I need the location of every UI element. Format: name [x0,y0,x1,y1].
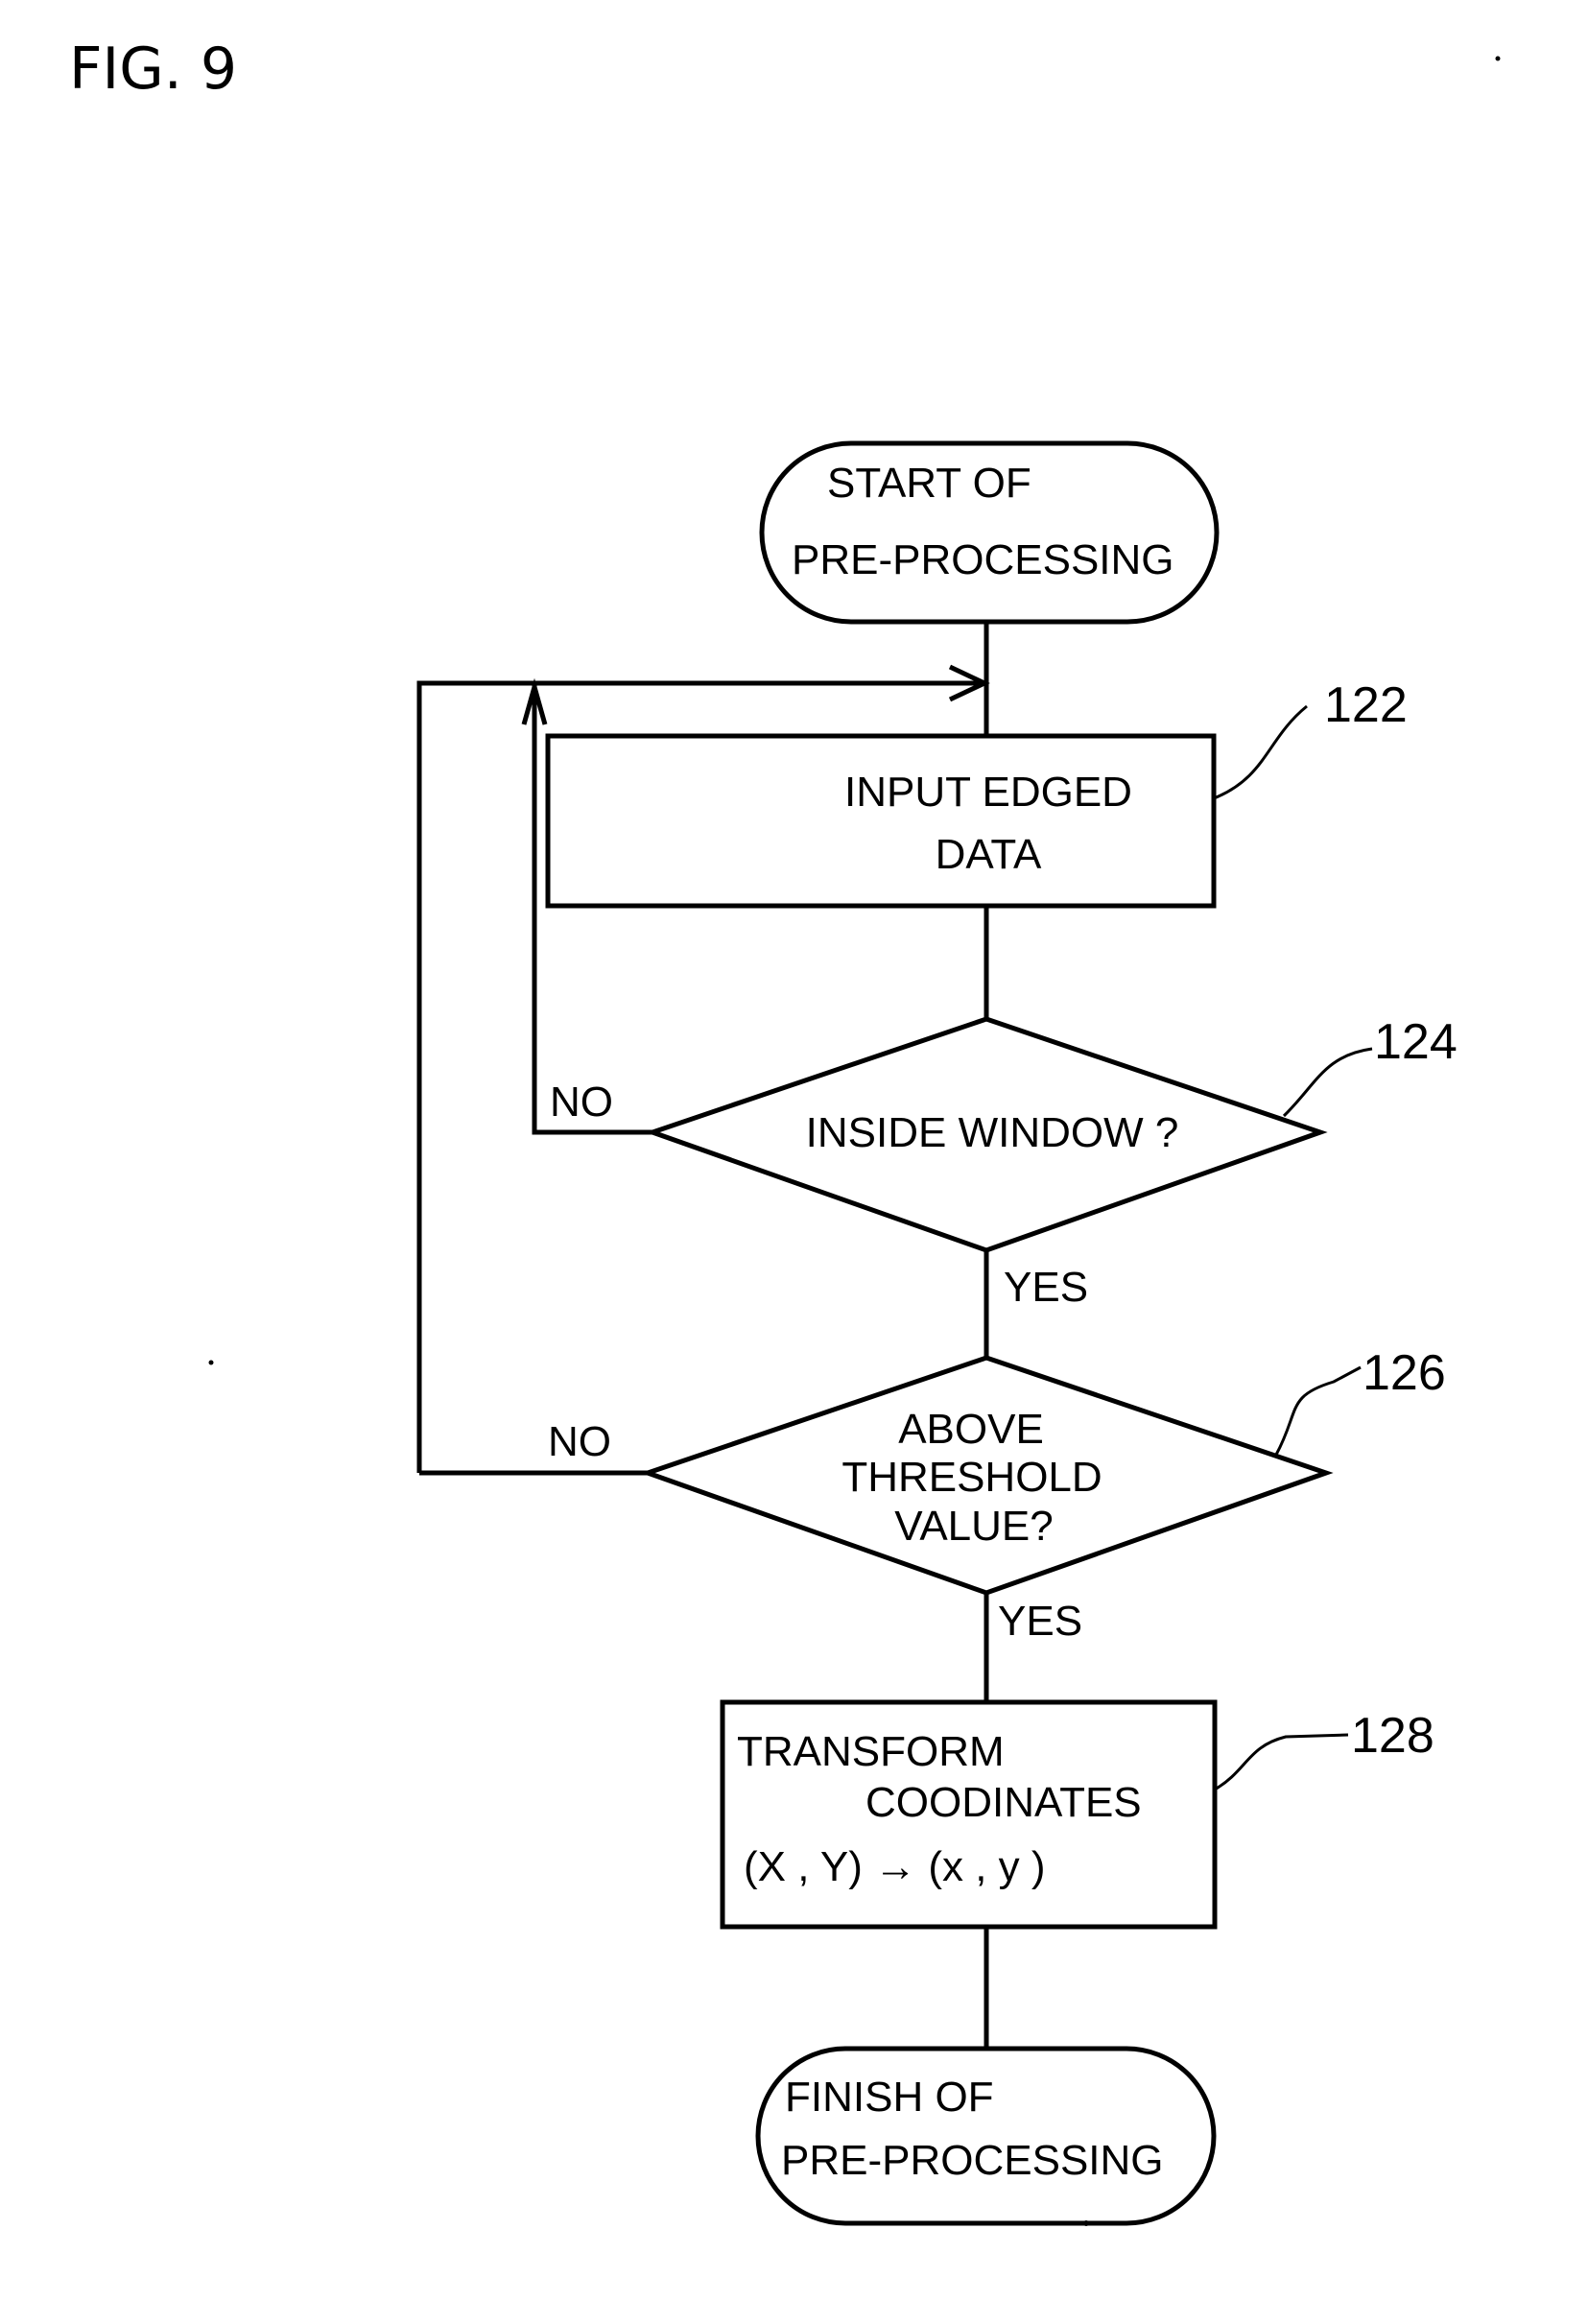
decision-124: INSIDE WINDOW ? 124 NO YES [550,1014,1458,1311]
decision-126-yes-label: YES [998,1598,1082,1645]
decision-126-no-label: NO [548,1418,611,1465]
process-122-box [548,736,1214,906]
decision-126-leader [1276,1367,1361,1455]
process-122-line2: DATA [936,831,1042,878]
decision-124-ref: 124 [1374,1014,1458,1070]
process-128: TRANSFORM COODINATES (X , Y) → (x , y ) … [723,1702,1434,1927]
decision-126-line2: THRESHOLD [841,1454,1102,1501]
decision-126: ABOVE THRESHOLD VALUE? 126 NO YES [548,1345,1446,1645]
decision-124-yes-label: YES [1004,1264,1088,1311]
process-128-line2: COODINATES [865,1779,1142,1826]
start-label-line2: PRE-PROCESSING [792,536,1174,583]
finish-terminator: FINISH OF PRE-PROCESSING [758,2049,1214,2223]
process-128-line1: TRANSFORM [737,1728,1005,1775]
decision-126-ref: 126 [1363,1345,1446,1401]
speck [1083,2220,1089,2226]
process-128-ref: 128 [1351,1708,1434,1764]
start-label-line1: START OF [827,460,1031,507]
start-terminator: START OF PRE-PROCESSING [762,443,1217,622]
decision-124-leader [1284,1049,1372,1116]
decision-126-line3: VALUE? [894,1503,1054,1550]
decision-126-line1: ABOVE [898,1406,1044,1453]
process-122-leader [1214,706,1307,798]
process-128-leader [1215,1735,1348,1790]
decision-124-no-label: NO [550,1079,613,1126]
speck [209,1361,214,1365]
figure-title: FIG. 9 [69,36,237,103]
decision-124-line1: INSIDE WINDOW ? [806,1109,1179,1156]
finish-label-line2: PRE-PROCESSING [781,2137,1164,2184]
process-122-ref: 122 [1324,677,1408,733]
process-128-line3: (X , Y) → (x , y ) [744,1843,1046,1890]
process-122: INPUT EDGED DATA 122 [548,677,1408,906]
speck [1496,57,1501,61]
finish-label-line1: FINISH OF [785,2074,994,2121]
process-122-line1: INPUT EDGED [844,769,1132,816]
